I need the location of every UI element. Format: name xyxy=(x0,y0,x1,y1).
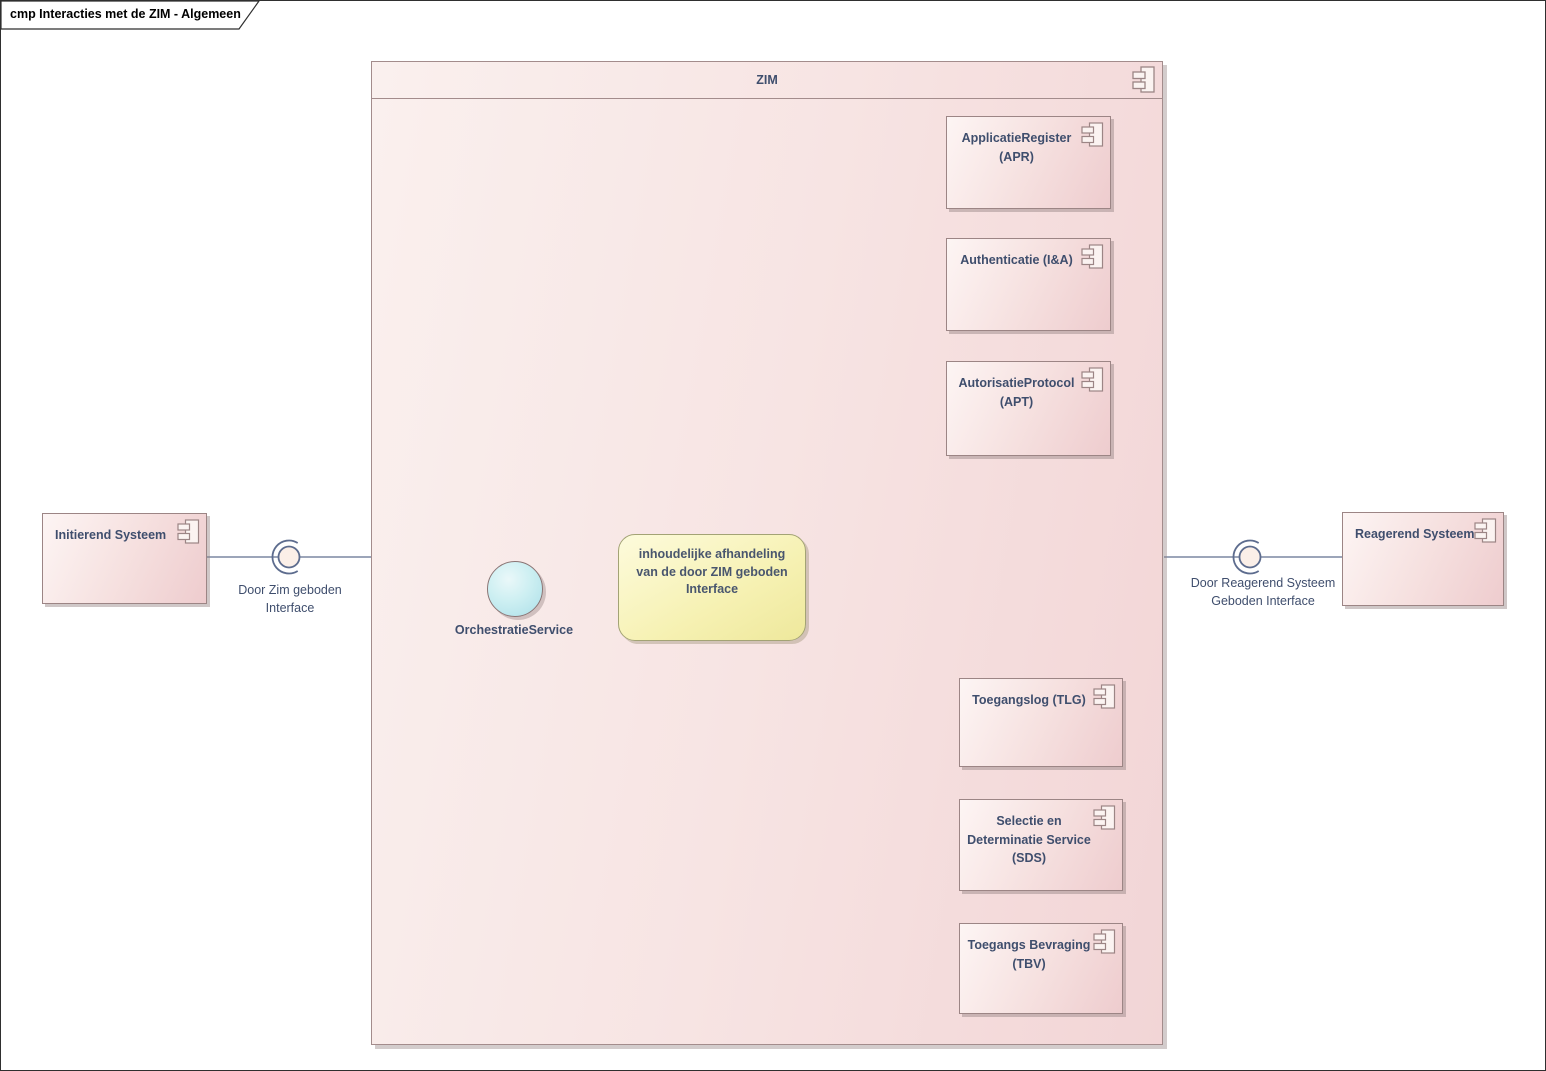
component-reagerend-systeem[interactable]: Reagerend Systeem xyxy=(1342,512,1504,606)
component-icon xyxy=(1081,122,1105,149)
component-label: Selectie en xyxy=(996,814,1062,828)
component-tbv[interactable]: Toegangs Bevraging (TBV) xyxy=(959,923,1123,1014)
interface-label-left: Door Zim geboden Interface xyxy=(220,581,360,617)
component-label: ApplicatieRegister xyxy=(961,131,1072,145)
orchestratie-service-ball[interactable] xyxy=(487,561,543,617)
component-apt[interactable]: AutorisatieProtocol (APT) xyxy=(946,361,1111,456)
note-line: inhoudelijke afhandeling xyxy=(638,547,786,561)
frame-tab xyxy=(1,1,260,30)
note-inhoudelijke-afhandeling[interactable]: inhoudelijke afhandeling van de door ZIM… xyxy=(618,534,806,641)
component-label: Initierend Systeem xyxy=(55,528,167,542)
component-authenticatie[interactable]: Authenticatie (I&A) xyxy=(946,238,1111,331)
interface-label-line: Interface xyxy=(265,601,315,615)
zim-header: ZIM xyxy=(372,62,1162,99)
interface-label-right: Door Reagerend Systeem Geboden Interface xyxy=(1178,574,1348,610)
interface-label-line: Door Zim geboden xyxy=(238,583,342,597)
frame-title: cmp Interacties met de ZIM - Algemeen xyxy=(10,7,241,21)
socket-arc-right xyxy=(1232,539,1260,575)
note-line: van de door ZIM geboden xyxy=(636,564,788,579)
zim-title: ZIM xyxy=(756,73,778,87)
component-icon xyxy=(1132,66,1156,93)
component-label: Determinatie Service xyxy=(967,832,1091,847)
orchestratie-service-label: OrchestratieService xyxy=(454,623,574,637)
note-line: Interface xyxy=(685,582,739,596)
component-label: (TBV) xyxy=(1012,956,1046,971)
component-label: (APT) xyxy=(999,394,1034,409)
component-apr[interactable]: ApplicatieRegister (APR) xyxy=(946,116,1111,209)
component-label: Authenticatie (I&A) xyxy=(960,253,1073,267)
component-icon xyxy=(177,519,201,546)
component-tlg[interactable]: Toegangslog (TLG) xyxy=(959,678,1123,767)
component-label: Reagerend Systeem xyxy=(1355,527,1475,541)
component-icon xyxy=(1474,518,1498,545)
interface-label-line: Geboden Interface xyxy=(1211,594,1315,608)
component-icon xyxy=(1081,244,1105,271)
component-icon xyxy=(1081,367,1105,394)
component-label: Toegangslog (TLG) xyxy=(972,693,1086,707)
component-label: AutorisatieProtocol xyxy=(958,376,1075,390)
component-label: (SDS) xyxy=(1011,851,1047,865)
component-label: (APR) xyxy=(999,149,1034,164)
interface-label-line: Door Reagerend Systeem xyxy=(1190,576,1336,590)
component-sds[interactable]: Selectie en Determinatie Service (SDS) xyxy=(959,799,1123,891)
interface-ball-left[interactable] xyxy=(277,545,301,569)
interface-ball-right[interactable] xyxy=(1238,545,1262,569)
component-icon xyxy=(1093,805,1117,832)
component-icon xyxy=(1093,929,1117,956)
component-initierend-systeem[interactable]: Initierend Systeem xyxy=(42,513,207,604)
socket-arc-left xyxy=(271,539,299,575)
component-icon xyxy=(1093,684,1117,711)
component-label: Toegangs Bevraging xyxy=(967,938,1091,952)
